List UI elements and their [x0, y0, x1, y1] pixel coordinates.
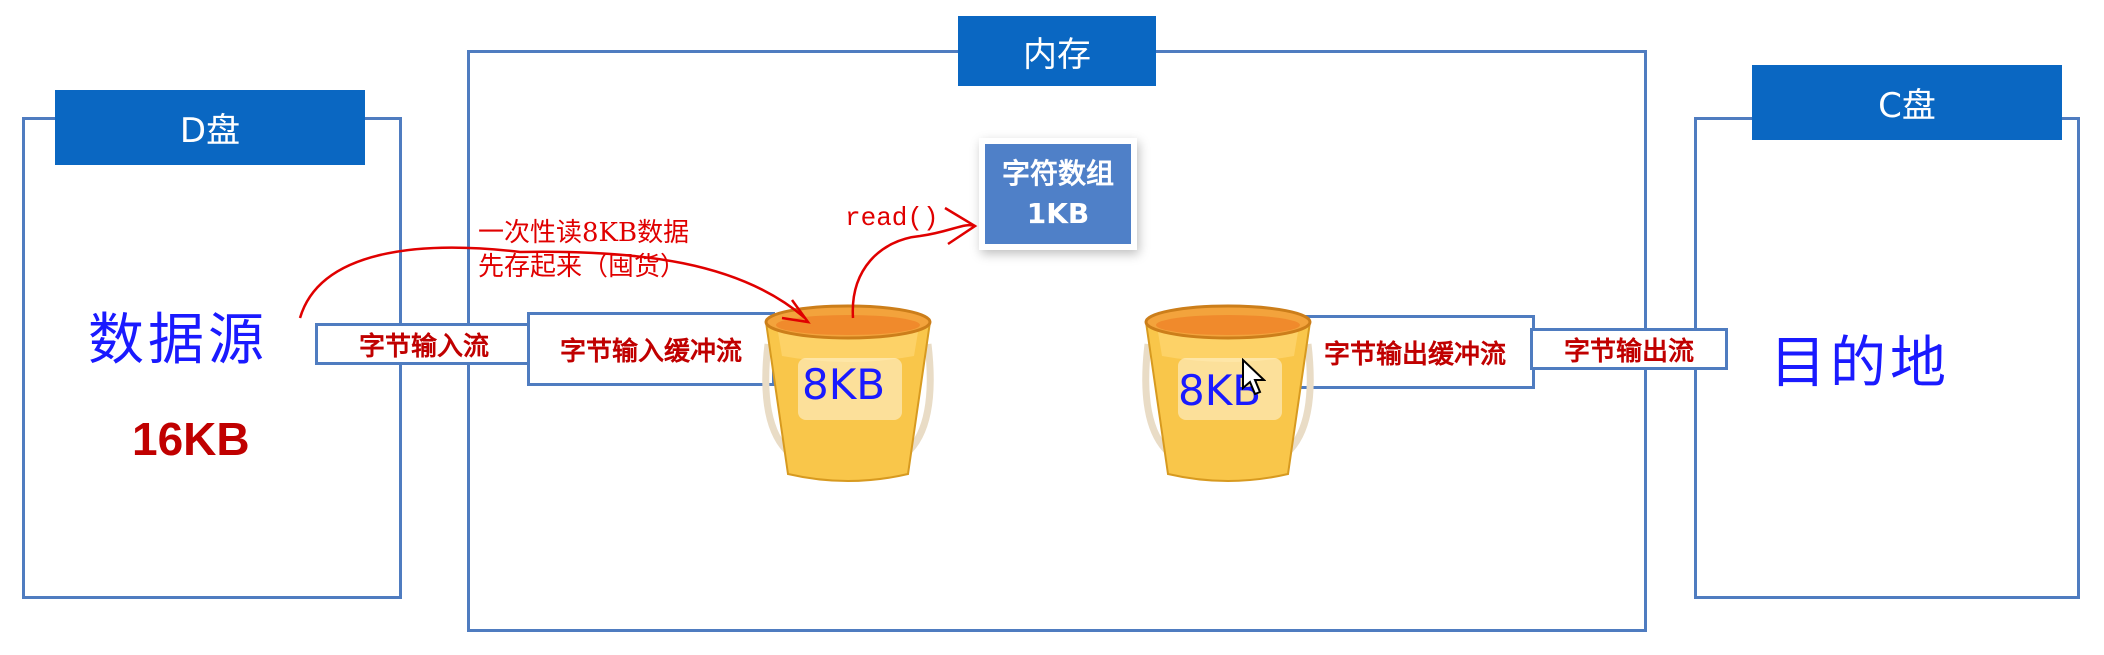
- output-buffer-bucket-icon: [1142, 304, 1314, 482]
- d-drive-title: D盘: [55, 90, 365, 165]
- destination-label: 目的地: [1770, 331, 1950, 396]
- memory-title: 内存: [958, 16, 1156, 86]
- c-drive-title: C盘: [1752, 65, 2062, 140]
- char-array-size: 1KB: [1026, 197, 1090, 230]
- char-array-box: 字符数组 1KB: [985, 144, 1131, 244]
- byte-output-stream: 字节输出流: [1530, 328, 1728, 370]
- buffer-note-line2: 先存起来（囤货）: [478, 252, 687, 282]
- data-source-label: 数据源: [88, 308, 268, 373]
- source-size: 16KB: [132, 413, 250, 465]
- char-array-label: 字符数组: [1001, 157, 1114, 190]
- byte-input-buffered-stream: 字节输入缓冲流: [527, 312, 775, 386]
- input-buffer-bucket-icon: [762, 304, 934, 482]
- read-call-label: read(): [845, 203, 939, 233]
- byte-input-stream: 字节输入流: [315, 323, 533, 365]
- input-bucket-size: 8KB: [802, 360, 886, 409]
- byte-output-buffered-stream: 字节输出缓冲流: [1295, 315, 1535, 389]
- c-drive-panel: [1694, 117, 2080, 599]
- mouse-pointer-icon: [1242, 358, 1266, 396]
- buffer-note-line1: 一次性读8KB数据: [478, 218, 690, 248]
